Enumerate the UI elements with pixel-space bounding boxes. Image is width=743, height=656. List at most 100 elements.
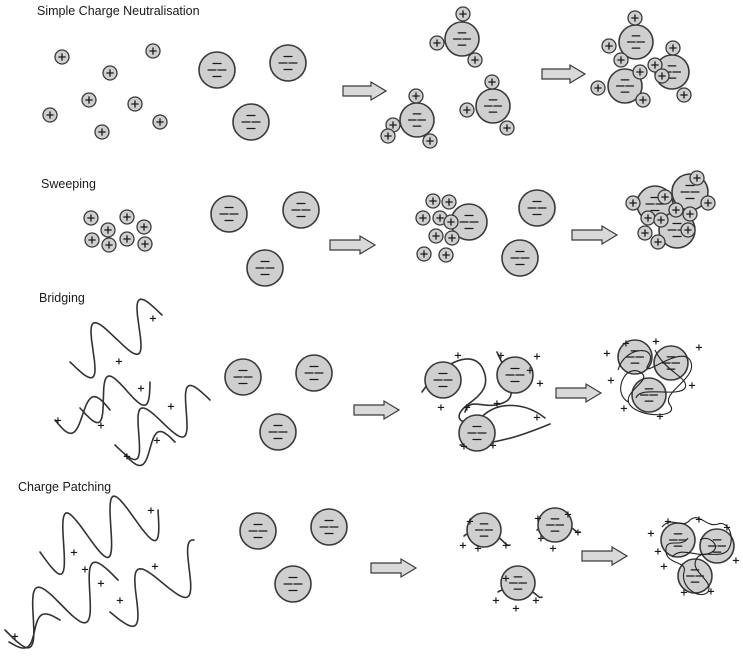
polymer-positive-charge: + (123, 452, 131, 463)
process-arrow (555, 382, 603, 404)
polymer-positive-charge: + (688, 381, 696, 392)
polymer-positive-charges: ++++++++++++++++++++++++++++++++++++++++… (11, 314, 740, 643)
negative-particle (660, 522, 696, 558)
polymer-positive-charge: + (532, 596, 540, 607)
positive-ion (119, 209, 135, 225)
polymer-positive-charge: + (454, 351, 462, 362)
negative-particle (282, 191, 320, 229)
negative-particle (607, 68, 643, 104)
polymer-chain (114, 384, 211, 461)
polymer-positive-charge: + (652, 337, 660, 348)
positive-ion (416, 246, 432, 262)
polymer-positive-charge: + (534, 514, 542, 525)
polymer-positive-charge: + (723, 523, 731, 534)
polymer-positive-charge: + (459, 541, 467, 552)
positive-ion (455, 6, 471, 22)
polymer-positive-charge: + (536, 379, 544, 390)
positive-ion (647, 57, 663, 73)
positive-ion (441, 194, 457, 210)
polymer-chain (4, 561, 119, 649)
negative-particle (239, 512, 277, 550)
polymer-positive-charge: + (151, 562, 159, 573)
polymer-positive-charge: + (564, 510, 572, 521)
positive-ion (119, 231, 135, 247)
polymer-positive-charge: + (622, 339, 630, 350)
positive-ion (428, 228, 444, 244)
process-arrow (541, 63, 587, 85)
polymer-positive-charge: + (526, 366, 534, 377)
polymer-positive-charge: + (116, 596, 124, 607)
positive-ion (689, 170, 705, 186)
positive-ion (668, 202, 684, 218)
polymer-positive-charge: + (115, 357, 123, 368)
process-arrow (370, 557, 418, 579)
polymer-positive-charge: + (660, 562, 668, 573)
polymer-positive-charge: + (437, 403, 445, 414)
positive-ion (54, 49, 70, 65)
polymer-positive-charge: + (647, 529, 655, 540)
positive-ion (601, 38, 617, 54)
positive-ion (443, 214, 459, 230)
title-charge-patching: Charge Patching (18, 480, 111, 494)
bridging-polymer-chain (421, 358, 546, 423)
positive-ion (102, 65, 118, 81)
positive-ion (429, 35, 445, 51)
positive-ion (682, 206, 698, 222)
negative-particle (246, 249, 284, 287)
positive-ion (136, 219, 152, 235)
positive-ion (42, 107, 58, 123)
positive-ion (700, 195, 716, 211)
polymer-positive-charge: + (603, 349, 611, 360)
negative-particle (475, 88, 511, 124)
negative-particle (631, 377, 667, 413)
positive-ion (665, 40, 681, 56)
negative-particle (444, 21, 480, 57)
negative-particle (458, 414, 496, 452)
positive-ion (422, 133, 438, 149)
polymer-positive-charge: + (153, 436, 161, 447)
positive-ion (100, 222, 116, 238)
polymer-positive-charge: + (533, 352, 541, 363)
polymer-positive-charge: + (680, 588, 688, 599)
adsorbed-polymer-tangle (671, 537, 716, 558)
negative-particle (677, 558, 713, 594)
polymer-positive-charge: + (654, 547, 662, 558)
positive-ion (408, 88, 424, 104)
polymer-positive-charge: + (549, 544, 557, 555)
polymer-positive-charge: + (54, 416, 62, 427)
polymer-chain (8, 613, 61, 649)
positive-ion (499, 120, 515, 136)
title-bridging: Bridging (39, 291, 85, 305)
positive-ion (680, 222, 696, 238)
positive-ion (145, 43, 161, 59)
positive-ion (137, 236, 153, 252)
positive-ion (484, 74, 500, 90)
polymer-positive-charge: + (707, 587, 715, 598)
negative-particle (699, 528, 735, 564)
positive-ion (635, 92, 651, 108)
positive-ion (425, 193, 441, 209)
negative-particle (274, 565, 312, 603)
process-arrow (581, 545, 629, 567)
positive-ion (415, 210, 431, 226)
positive-ions (42, 6, 716, 263)
polymer-positive-charge: + (97, 579, 105, 590)
polymer-chain (54, 395, 111, 435)
polymer-positive-charge: + (474, 544, 482, 555)
polymer-positive-charge: + (732, 556, 740, 567)
process-arrow (342, 80, 388, 102)
positive-ion (84, 232, 100, 248)
positive-ion (613, 52, 629, 68)
polymer-chain (69, 298, 163, 379)
positive-ion (83, 210, 99, 226)
process-arrow (329, 234, 377, 256)
negative-particle (232, 103, 270, 141)
positive-ion (657, 189, 673, 205)
polymer-positive-charge: + (463, 403, 471, 414)
negative-particles (198, 21, 735, 603)
negative-particle (259, 413, 297, 451)
polymer-positive-charge: + (695, 515, 703, 526)
positive-ion (590, 80, 606, 96)
negative-particle (501, 239, 539, 277)
